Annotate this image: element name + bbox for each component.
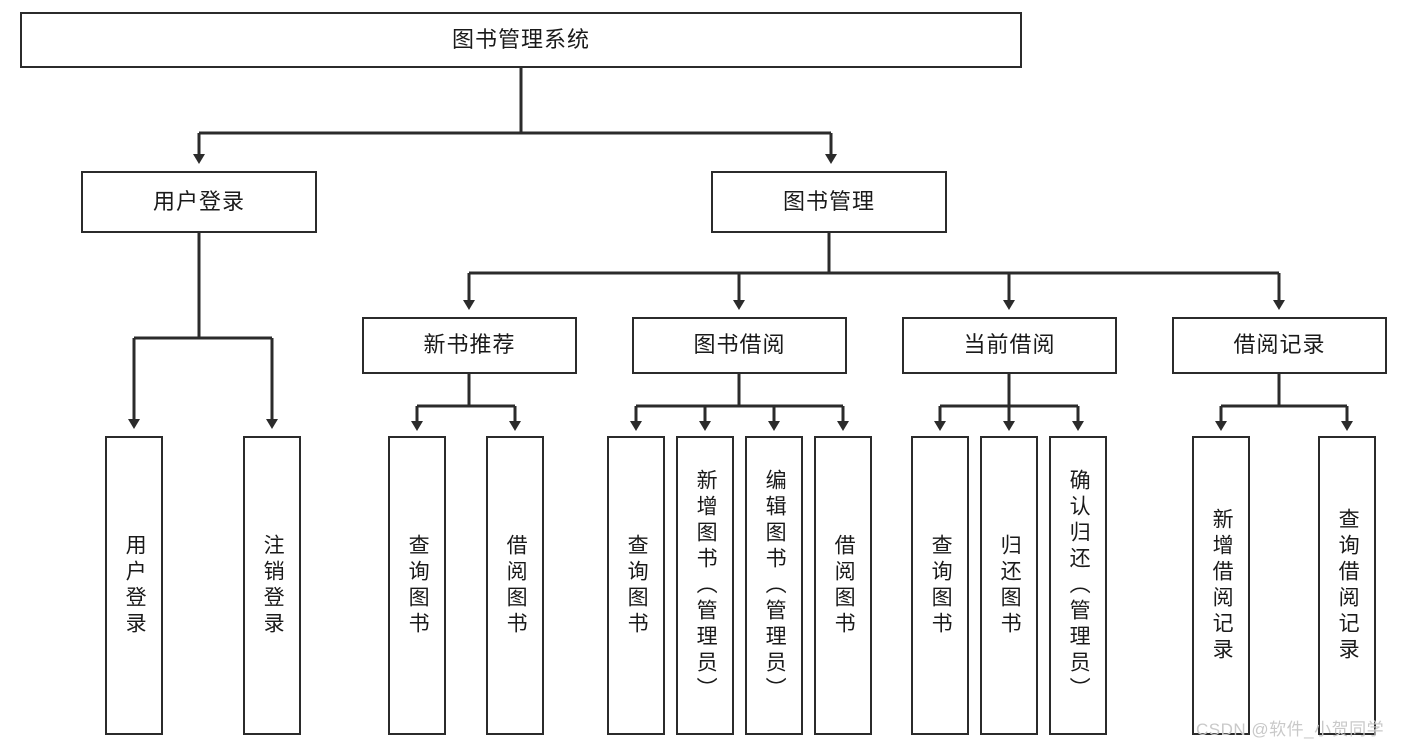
node-borrow-records[interactable]: 借阅记录 <box>1172 317 1387 374</box>
node-current-borrow[interactable]: 当前借阅 <box>902 317 1117 374</box>
node-label: 当前借阅 <box>963 332 1056 358</box>
node-label: 新书推荐 <box>423 332 516 358</box>
node-label: 用户登录 <box>152 188 245 214</box>
node-user-login[interactable]: 用户登录 <box>81 171 317 233</box>
node-book-borrow[interactable]: 图书借阅 <box>632 317 847 374</box>
node-leaf-add-borrow-record[interactable]: 新增借阅记录 <box>1192 436 1250 735</box>
node-leaf-add-book-admin[interactable]: 新增图书（管理员） <box>676 436 734 735</box>
node-label: 图书借阅 <box>693 332 786 358</box>
node-leaf-user-login[interactable]: 用户登录 <box>105 436 163 735</box>
node-label: 新增图书（管理员） <box>694 468 718 703</box>
node-label: 用户登录 <box>123 533 147 638</box>
node-label: 注销登录 <box>261 533 285 638</box>
node-leaf-borrow-book-2[interactable]: 借阅图书 <box>814 436 872 735</box>
node-new-book-recommend[interactable]: 新书推荐 <box>362 317 577 374</box>
node-leaf-confirm-return-admin[interactable]: 确认归还（管理员） <box>1049 436 1107 735</box>
node-label: 查询图书 <box>406 533 430 638</box>
node-label: 归还图书 <box>998 533 1022 638</box>
node-leaf-query-borrow-record[interactable]: 查询借阅记录 <box>1318 436 1376 735</box>
node-label: 借阅记录 <box>1233 332 1326 358</box>
node-leaf-query-book-3[interactable]: 查询图书 <box>911 436 969 735</box>
node-root[interactable]: 图书管理系统 <box>20 12 1022 68</box>
node-leaf-query-book-2[interactable]: 查询图书 <box>607 436 665 735</box>
node-leaf-logout[interactable]: 注销登录 <box>243 436 301 735</box>
node-leaf-edit-book-admin[interactable]: 编辑图书（管理员） <box>745 436 803 735</box>
node-label: 借阅图书 <box>832 533 856 638</box>
node-label: 查询图书 <box>625 533 649 638</box>
node-label: 查询图书 <box>929 533 953 638</box>
node-label: 图书管理 <box>782 188 875 214</box>
node-label: 编辑图书（管理员） <box>763 468 787 703</box>
node-label: 借阅图书 <box>504 533 528 638</box>
node-leaf-return-book[interactable]: 归还图书 <box>980 436 1038 735</box>
node-leaf-borrow-book-1[interactable]: 借阅图书 <box>486 436 544 735</box>
node-leaf-query-book-1[interactable]: 查询图书 <box>388 436 446 735</box>
node-book-management[interactable]: 图书管理 <box>711 171 947 233</box>
csdn-watermark: CSDN @软件_小贺同学 <box>1196 720 1385 739</box>
node-label: 确认归还（管理员） <box>1067 468 1091 703</box>
node-label: 查询借阅记录 <box>1336 507 1360 664</box>
node-label: 新增借阅记录 <box>1210 507 1234 664</box>
